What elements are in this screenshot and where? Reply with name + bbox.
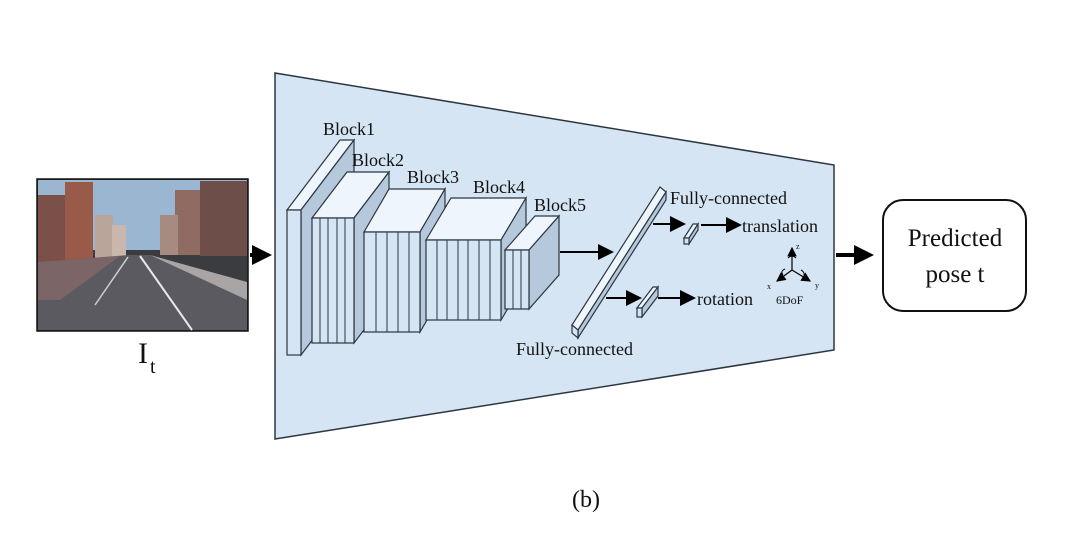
- fc-layer-rotation: [635, 285, 660, 319]
- input-image: [36, 178, 249, 332]
- axis-z-label: z: [796, 242, 800, 251]
- block5-shape: [503, 214, 561, 311]
- predicted-pose-line2: pose t: [925, 261, 984, 288]
- block3-label: Block3: [407, 167, 459, 187]
- axis-x-label: x: [767, 282, 771, 291]
- figure-caption: (b): [572, 487, 600, 513]
- fc-layer-translation: [682, 221, 700, 247]
- block2-label: Block2: [352, 150, 404, 170]
- dof-label: 6DoF: [776, 293, 804, 307]
- block1-label: Block1: [323, 119, 375, 139]
- rotation-label: rotation: [697, 289, 753, 309]
- axis-y-label: y: [815, 281, 819, 290]
- input-label: I: [138, 337, 148, 370]
- fc-label-top: Fully-connected: [670, 188, 787, 208]
- block4-label: Block4: [473, 177, 525, 197]
- fc-label-bottom: Fully-connected: [516, 339, 633, 359]
- input-label-subscript: t: [150, 356, 156, 378]
- block5-label: Block5: [534, 195, 586, 215]
- coordinate-axes-icon: [776, 246, 812, 282]
- predicted-pose-box: [882, 199, 1027, 312]
- fc-layer-main: [571, 186, 667, 341]
- predicted-pose-line1: Predicted: [908, 225, 1003, 252]
- translation-label: translation: [742, 216, 818, 236]
